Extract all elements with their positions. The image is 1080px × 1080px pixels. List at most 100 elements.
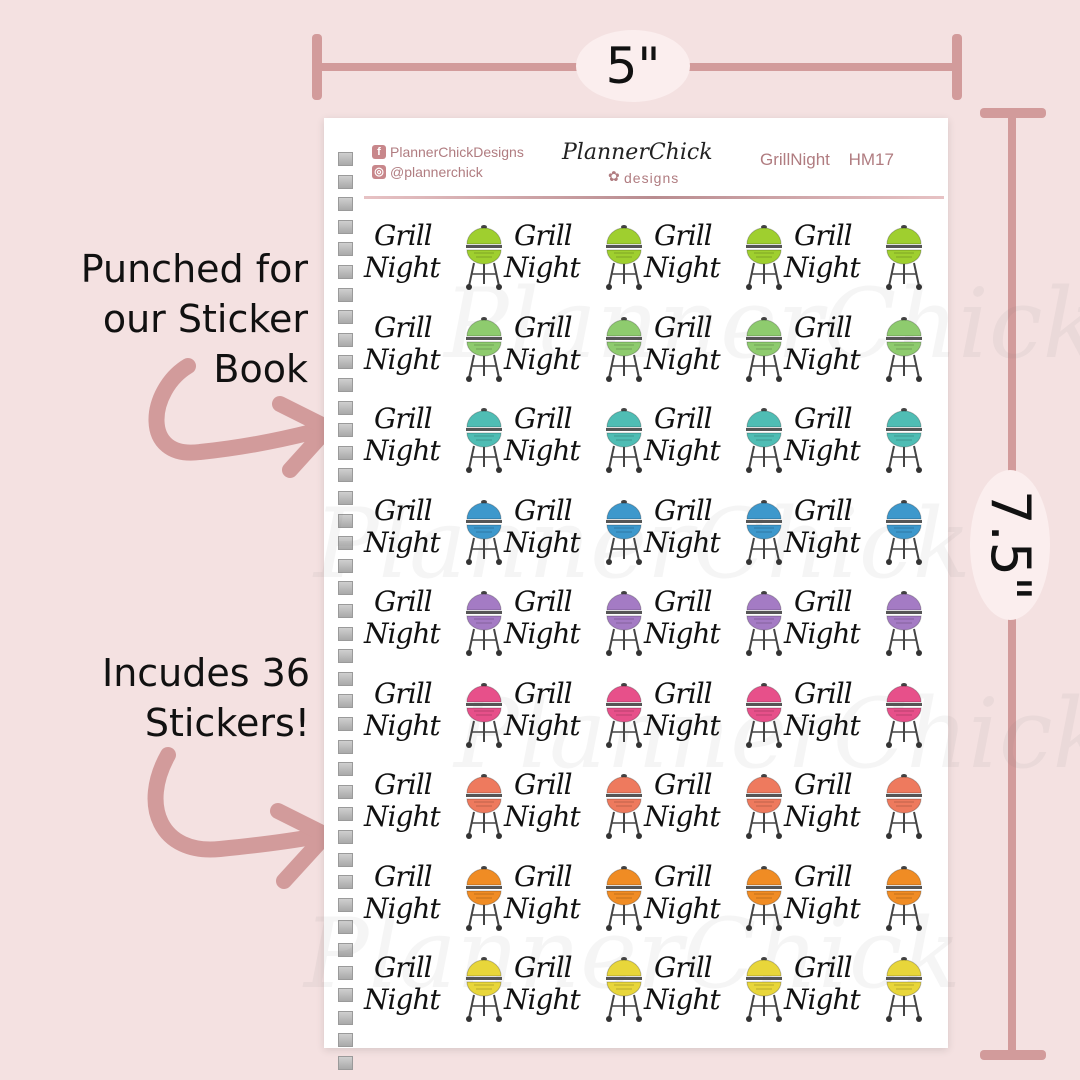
sticker-line2: Night	[644, 617, 721, 650]
sticker-line2: Night	[784, 891, 861, 925]
sticker-sheet: PlannerChick PlannerChick PlannerChick P…	[304, 118, 1080, 1070]
flower-icon: ✿	[608, 168, 620, 184]
sticker-line2: Night	[504, 525, 581, 559]
punch-hole	[338, 491, 353, 505]
sticker-line2: Night	[364, 525, 441, 559]
instagram-icon: ◎	[372, 165, 386, 179]
grill-icon	[466, 499, 502, 565]
watermark-2: PlannerChick	[314, 488, 971, 600]
header-divider	[364, 196, 944, 199]
grill-icon	[466, 591, 502, 656]
punch-hole	[338, 513, 353, 528]
grill-icon	[606, 774, 642, 839]
punch-hole	[338, 694, 353, 709]
sticker-line1: Grill	[794, 402, 853, 435]
sticker-line1: Grill	[514, 951, 573, 984]
punch-hole	[338, 445, 353, 460]
grill-icon	[466, 957, 502, 1022]
sticker-line2: Night	[504, 708, 581, 742]
instagram-handle: ◎ @plannerchick	[372, 164, 483, 180]
punch-hole	[338, 875, 353, 890]
sticker-line1: Grill	[374, 219, 433, 252]
grill-icon	[606, 408, 642, 473]
punched-note: Punched for our Sticker Book	[80, 247, 308, 391]
punch-hole	[338, 671, 353, 686]
brand-logo-sub: designs	[624, 170, 680, 186]
sticker-line2: Night	[504, 342, 581, 376]
punch-hole	[338, 965, 353, 980]
sticker-line2: Night	[364, 342, 441, 376]
sticker-line1: Grill	[374, 493, 433, 527]
facebook-text: PlannerChickDesigns	[390, 144, 524, 160]
sticker-line1: Grill	[374, 951, 433, 984]
punch-hole	[338, 739, 353, 754]
facebook-icon: f	[372, 145, 386, 159]
grill-icon	[466, 225, 502, 290]
punch-hole	[338, 242, 353, 257]
sticker-line1: Grill	[374, 859, 433, 893]
sticker-line1: Grill	[654, 951, 713, 984]
punch-hole	[338, 219, 353, 234]
punch-hole	[338, 1056, 353, 1070]
grill-icon	[606, 499, 642, 565]
sticker-line1: Grill	[374, 768, 433, 801]
height-ruler-cap-top	[980, 108, 1046, 118]
sticker-line1: Grill	[794, 585, 853, 618]
sticker-line2: Night	[504, 251, 581, 284]
grill-icon	[746, 865, 782, 931]
sticker-line2: Night	[504, 800, 581, 833]
punch-hole	[338, 649, 353, 664]
sticker-line1: Grill	[374, 585, 433, 618]
grill-icon	[746, 774, 782, 839]
punch-hole	[338, 197, 353, 212]
punch-hole	[338, 558, 353, 573]
grill-icon	[746, 316, 782, 382]
punch-hole	[338, 830, 353, 844]
sticker-line1: Grill	[514, 768, 573, 801]
grill-icon	[466, 682, 502, 748]
sticker-line2: Night	[784, 251, 861, 284]
grill-icon	[746, 957, 782, 1022]
grill-icon	[466, 865, 502, 931]
sticker-line2: Night	[504, 434, 581, 467]
sticker-line1: Grill	[514, 402, 573, 435]
sticker-line2: Night	[644, 891, 721, 925]
height-label: 7.5"	[970, 470, 1050, 620]
sticker-line1: Grill	[374, 402, 433, 435]
facebook-handle: f PlannerChickDesigns	[372, 144, 524, 160]
